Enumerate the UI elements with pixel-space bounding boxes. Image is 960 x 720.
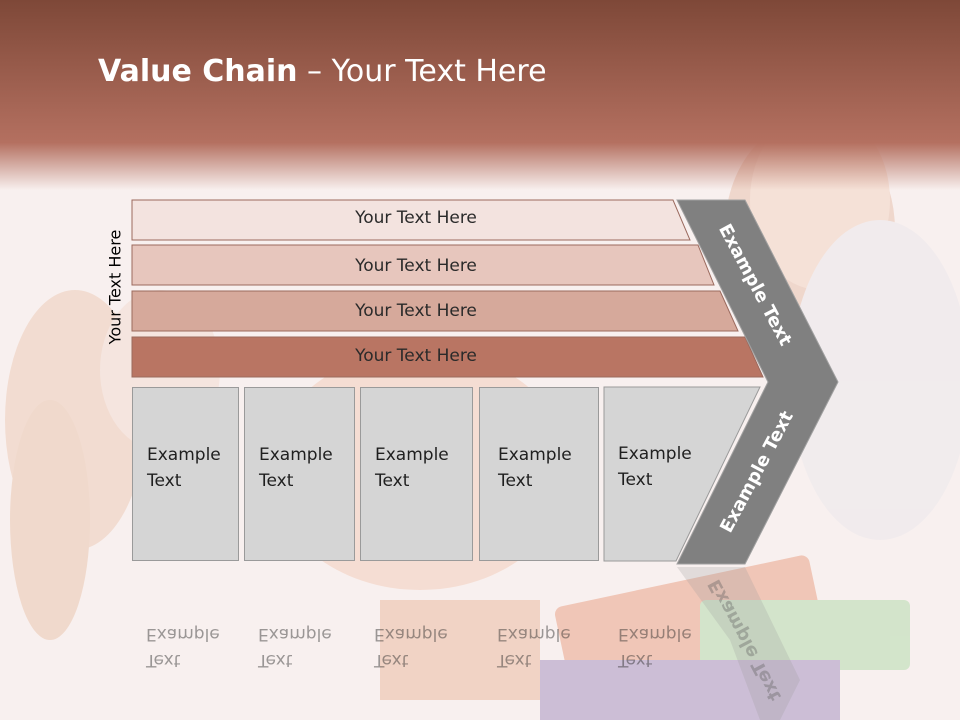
band-2 (131, 244, 715, 286)
header-band (0, 0, 960, 190)
band-4 (131, 336, 764, 378)
page-title: Value Chain – Your Text Here (98, 54, 547, 89)
box-4-line2: Text (498, 471, 533, 491)
box-5-shape (603, 386, 761, 562)
vertical-label: Your Text Here (105, 229, 125, 345)
band-1-label: Your Text Here (355, 208, 477, 228)
title-bold: Value Chain (98, 54, 298, 89)
box-4-line1: Example (498, 445, 572, 465)
band-1 (131, 199, 691, 241)
box-5-line1: Example (618, 444, 692, 464)
band-3-label: Your Text Here (355, 301, 477, 321)
box-3-line1: Example (375, 445, 449, 465)
box-1-line1: Example (147, 445, 221, 465)
box-2-line1: Example (259, 445, 333, 465)
box-3-line2: Text (375, 471, 410, 491)
title-rest: – Your Text Here (297, 54, 547, 89)
band-4-label: Your Text Here (355, 346, 477, 366)
box-2-line2: Text (259, 471, 294, 491)
box-5-line2: Text (618, 470, 653, 490)
arrow-reflection (677, 567, 800, 720)
value-chain-arrow (676, 199, 839, 565)
band-2-label: Your Text Here (355, 256, 477, 276)
band-3 (131, 290, 739, 332)
box-1-line2: Text (147, 471, 182, 491)
